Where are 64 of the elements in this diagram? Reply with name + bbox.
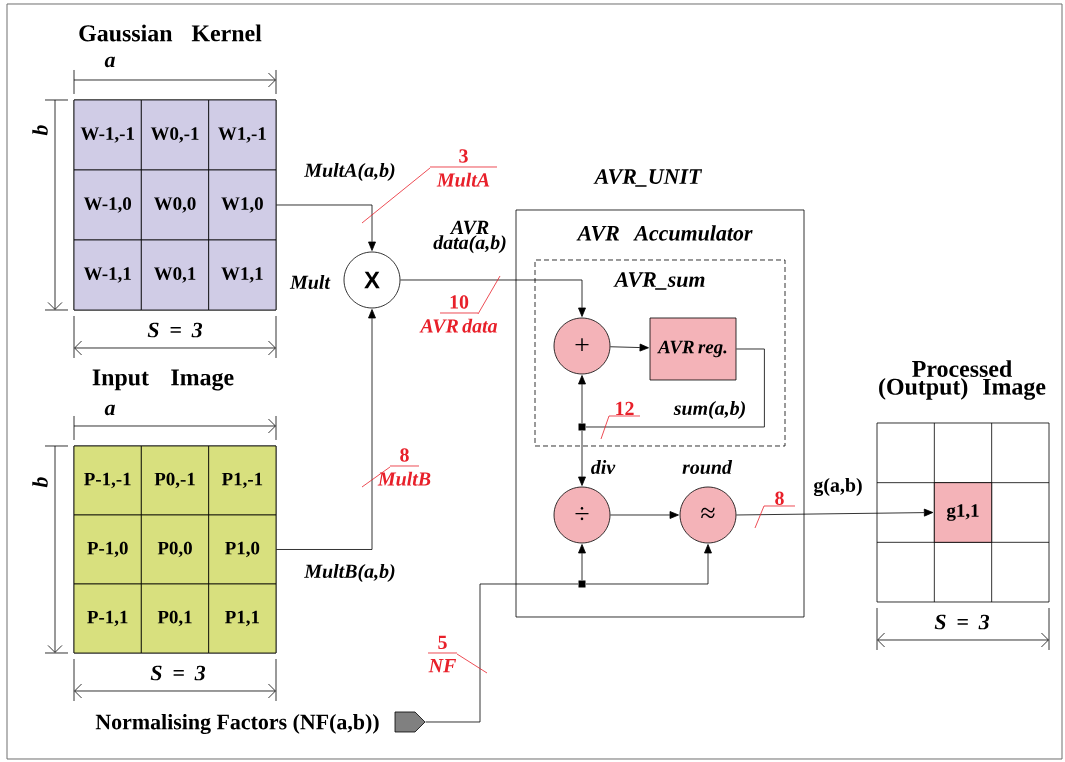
node-label: Gaussian Kernel [79, 24, 262, 42]
dimension-label: b [32, 125, 48, 136]
connector-arrow [610, 343, 649, 352]
dimension-label: a [104, 56, 115, 68]
grid-cell: W-1,-1 [73, 99, 142, 171]
grid-cell: P-1,0 [73, 514, 142, 585]
grid-cell: W1,0 [208, 169, 277, 241]
callout-label: 10 AVR data [419, 295, 498, 333]
node-label: AVR_UNIT [593, 169, 703, 187]
dimension-label: S = 3 [147, 322, 203, 338]
edge-label: sum(a,b) [673, 400, 745, 419]
leader-line [361, 466, 391, 488]
callout-number: 12 [608, 401, 641, 417]
dimension-label: b [32, 477, 48, 488]
grid-cell: W-1,0 [73, 169, 142, 241]
operator-label: div [591, 460, 616, 474]
leader-line [477, 275, 501, 315]
edge-label: g(a,b) [813, 477, 862, 497]
callout-number: 8 [763, 491, 796, 507]
grid-cell: P0,-1 [140, 445, 210, 516]
connector-arrow [276, 309, 376, 550]
grid-cell: W0,0 [140, 169, 210, 241]
grid-cell: W1,1 [208, 239, 277, 311]
leader-line [361, 167, 431, 224]
node-label: Processed (Output) Image [879, 360, 1046, 400]
grid-cell: P-1,1 [73, 583, 142, 654]
connector-line [425, 583, 579, 723]
grid-cell: g1,1 [933, 482, 993, 543]
grid-cell: W-1,1 [73, 239, 142, 311]
edge-label: MultB(a,b) [304, 563, 395, 582]
grid-cell: W0,1 [140, 239, 210, 311]
input-label: Normalising Factors (NF(a,b)) [95, 714, 379, 734]
connector-line [585, 348, 765, 428]
connector-arrow [276, 204, 376, 251]
dimension-label: a [104, 404, 115, 416]
grid-cell: P1,0 [208, 514, 277, 585]
edge-label: MultA(a,b) [304, 162, 395, 181]
connector-arrow [578, 375, 586, 424]
connector-arrow [585, 544, 712, 585]
grid-cell: P1,1 [208, 583, 277, 654]
grid-cell: P-1,-1 [73, 445, 142, 516]
node-label: Input Image [92, 369, 234, 391]
connector-arrow [736, 508, 934, 517]
edge-label: AVR data(a,b) [433, 220, 506, 254]
connector-arrow [400, 279, 586, 317]
register-box: AVR reg. [649, 317, 737, 381]
grid-cell: W1,-1 [208, 99, 277, 171]
connector-arrow [578, 430, 586, 486]
leader-line [600, 415, 610, 440]
callout-label: 3 MultA [429, 149, 498, 187]
callout-label: 5 NF [427, 635, 458, 673]
grid-cell: P1,-1 [208, 445, 277, 516]
grid-cell: W0,-1 [140, 99, 210, 171]
leader-line [754, 505, 765, 529]
callout-label: 8 MultB [377, 448, 431, 486]
operator-label: Mult [289, 274, 331, 290]
connector-arrow [578, 544, 586, 581]
leader-line [456, 653, 488, 674]
operator-label: round [682, 459, 733, 475]
dimension-label: S = 3 [934, 614, 990, 630]
connector-arrow [610, 511, 679, 519]
grid-cell: P0,1 [140, 583, 210, 654]
dimension-label: S = 3 [150, 665, 206, 681]
grid-cell: P0,0 [140, 514, 210, 585]
